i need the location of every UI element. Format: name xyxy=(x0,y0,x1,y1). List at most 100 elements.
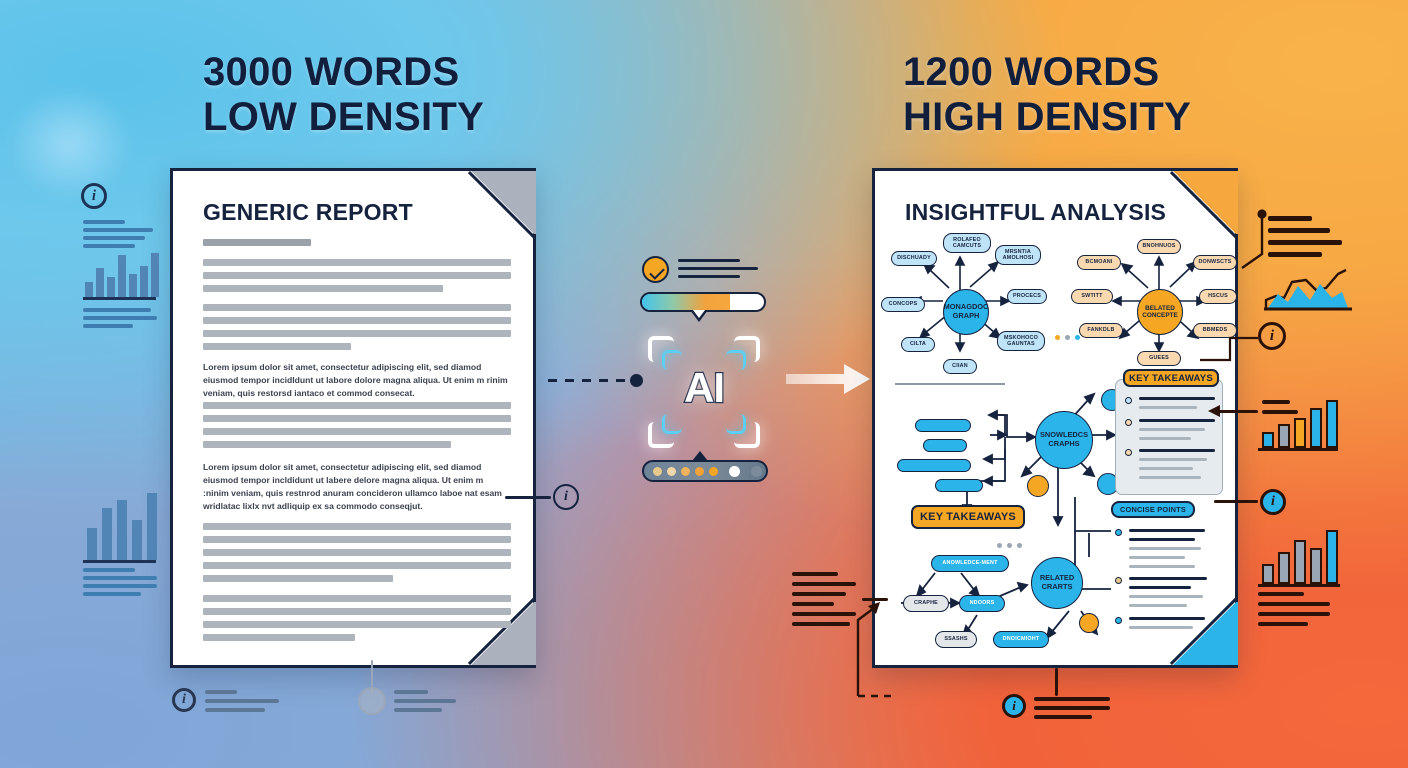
deco-line xyxy=(1268,252,1322,257)
badge-key-takeaways-top[interactable]: KEY TAKEAWAYS xyxy=(1123,369,1219,387)
placeholder-bar xyxy=(203,304,511,311)
bottom-curve-connector xyxy=(856,602,892,698)
deco-line xyxy=(1258,602,1330,606)
heading-right-line1: 1200 WORDS xyxy=(903,50,1160,94)
callout-connector xyxy=(862,598,888,601)
bullet-point xyxy=(1125,397,1132,404)
flow-node[interactable]: ANOWLEDCE-MENT xyxy=(931,555,1009,572)
pill-dot xyxy=(653,466,662,476)
mindmap-node[interactable]: HSCUS xyxy=(1199,289,1237,304)
mindmap-node[interactable]: CILTA xyxy=(901,337,935,352)
info-icon-left-callout[interactable]: i xyxy=(553,484,579,510)
data-block[interactable] xyxy=(923,439,967,452)
deco-line xyxy=(83,592,141,596)
hub-node-related-charts[interactable]: RELATED CRARTS xyxy=(1031,557,1083,609)
card-line xyxy=(1129,617,1205,620)
mindmap-node[interactable]: SWTITT xyxy=(1071,289,1113,304)
hub-node-knowledge-graphs[interactable]: SNOWLEDCS CRAPHS xyxy=(1035,411,1093,469)
deco-line xyxy=(394,708,442,712)
mindmap-node[interactable]: CIIAN xyxy=(943,359,977,374)
ellipsis-indicator xyxy=(997,543,1022,548)
info-icon-right-mid[interactable]: i xyxy=(1260,489,1286,515)
mindmap-node[interactable]: BNOHNUOS xyxy=(1137,239,1181,254)
badge-concise-points[interactable]: CONCISE POINTS xyxy=(1111,501,1195,518)
callout-connector xyxy=(1214,500,1258,503)
ai-module[interactable]: AI xyxy=(636,248,776,488)
placeholder-bar xyxy=(203,621,511,628)
pill-dot xyxy=(695,466,704,476)
placeholder-bar xyxy=(203,272,511,279)
placeholder-bar xyxy=(203,428,511,435)
satellite-node[interactable] xyxy=(1079,613,1099,633)
flow-node[interactable]: DNOICMIOHT xyxy=(993,631,1049,648)
mindmap-node[interactable]: FANKDLB xyxy=(1079,323,1123,338)
circle-marker[interactable] xyxy=(358,687,386,715)
divider xyxy=(895,383,1005,385)
deco-line xyxy=(83,308,151,312)
chart-bar xyxy=(140,266,148,297)
placeholder-bar xyxy=(203,634,355,641)
deco-line xyxy=(1258,612,1330,616)
deco-line xyxy=(205,699,279,703)
left-document-paragraph-2: Lorem ipsum dolor sit amet, consectetur … xyxy=(203,462,502,512)
heading-left: 3000 WORDS LOW DENSITY xyxy=(203,50,484,140)
data-block[interactable] xyxy=(935,479,983,492)
deco-line xyxy=(1268,240,1342,245)
card-line xyxy=(1139,397,1215,400)
flow-node[interactable]: SSASHS xyxy=(935,631,977,648)
info-icon-bottom-left[interactable]: i xyxy=(172,688,196,712)
mindmap-node[interactable]: GUEES xyxy=(1137,351,1181,366)
ai-pill-tail xyxy=(692,451,708,461)
chart-bar xyxy=(1310,548,1322,584)
deco-line xyxy=(792,602,834,606)
info-icon-left-top[interactable]: i xyxy=(81,183,107,209)
badge-key-takeaways-mid[interactable]: KEY TAKEAWAYS xyxy=(911,505,1025,529)
bullet-point xyxy=(1115,617,1122,624)
mindmap-node[interactable]: MRSNTIA AMOLHOSI xyxy=(995,245,1041,265)
mindmap-node[interactable]: MSKOHOCO GAUNTAS xyxy=(997,331,1045,351)
chart-bar xyxy=(147,493,157,560)
info-icon-right-top[interactable]: i xyxy=(1258,322,1286,350)
hub-node-knowledge-graph[interactable]: MONAGDOC GRAPH xyxy=(943,289,989,335)
satellite-node[interactable] xyxy=(1027,475,1049,497)
connector-dot xyxy=(630,374,643,387)
mindmap-node[interactable]: DISCHUADY xyxy=(891,251,937,266)
placeholder-bar xyxy=(203,343,351,350)
mindmap-node[interactable]: BCMOANI xyxy=(1077,255,1121,270)
scanner-corner-inner-icon xyxy=(726,414,746,434)
data-block[interactable] xyxy=(897,459,971,472)
chart-baseline xyxy=(83,560,156,563)
mindmap-node[interactable]: CONCOPS xyxy=(881,297,925,312)
info-icon-bottom-center[interactable]: i xyxy=(1002,694,1026,718)
ai-dots-pill[interactable] xyxy=(642,460,768,482)
deco-line xyxy=(792,572,838,576)
card-line xyxy=(1139,419,1215,422)
card-line xyxy=(1129,626,1193,629)
deco-line xyxy=(792,622,850,626)
chart-bar xyxy=(1278,552,1290,584)
heading-right: 1200 WORDS HIGH DENSITY xyxy=(903,50,1191,140)
hub-node-related-concepts[interactable]: BELATED CONCEPTE xyxy=(1137,289,1183,335)
card-line xyxy=(1139,467,1193,470)
ai-text-line xyxy=(678,275,740,278)
scanner-corner-icon xyxy=(734,336,760,362)
mindmap-node[interactable]: PROCECS xyxy=(1007,289,1047,304)
placeholder-bar xyxy=(203,549,511,556)
deco-line xyxy=(83,220,125,224)
mindmap-node[interactable]: ROLAFEO CAMCUTS xyxy=(943,233,991,253)
mindmap-node[interactable]: DONWSCTS xyxy=(1193,255,1237,270)
placeholder-bar xyxy=(203,239,311,246)
mindmap-node[interactable]: BBMEDS xyxy=(1193,323,1237,338)
card-line xyxy=(1139,428,1205,431)
data-block[interactable] xyxy=(915,419,971,432)
card-line xyxy=(1129,556,1185,559)
card-line xyxy=(1129,538,1195,541)
flow-node[interactable]: NDOORS xyxy=(959,595,1005,612)
card-line xyxy=(1129,547,1201,550)
flow-node[interactable]: CRAPHE xyxy=(903,595,949,612)
placeholder-bar xyxy=(203,285,443,292)
placeholder-bar xyxy=(203,402,511,409)
deco-line xyxy=(83,244,135,248)
scanner-corner-icon xyxy=(648,336,674,362)
